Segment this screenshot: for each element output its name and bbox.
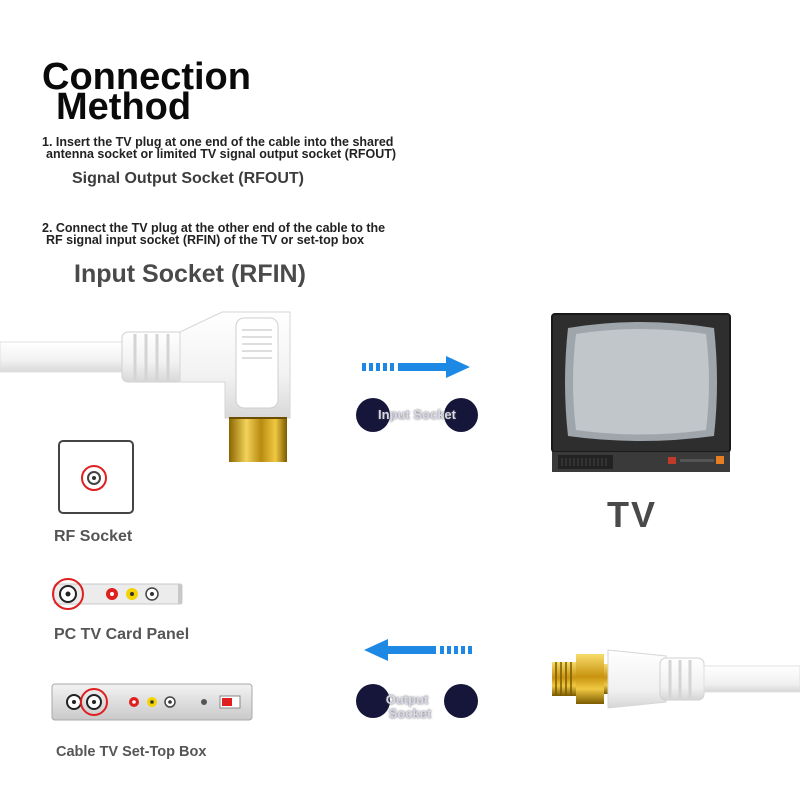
step-2-line-2: RF signal input socket (RFIN) of the TV … — [46, 233, 365, 247]
crt-television-icon — [551, 313, 731, 472]
output-socket-badge: Output Socket — [356, 684, 478, 721]
arrow-left-icon — [364, 639, 472, 661]
rf-socket-label: RF Socket — [54, 528, 133, 545]
right-angle-tv-plug-icon — [0, 311, 291, 462]
set-top-box-label: Cable TV Set-Top Box — [56, 744, 207, 760]
input-socket-heading: Input Socket (RFIN) — [74, 260, 306, 288]
step-1-line-2: antenna socket or limited TV signal outp… — [46, 147, 397, 161]
rf-wall-socket — [58, 440, 134, 514]
input-socket-badge-label: Input Socket — [377, 407, 456, 422]
tv-label: TV — [607, 494, 658, 535]
rf-socket-icon — [81, 465, 107, 491]
title-line-1: Connection — [42, 56, 251, 98]
straight-f-connector-icon — [552, 649, 800, 709]
step-1-line-1: 1. Insert the TV plug at one end of the … — [42, 135, 394, 149]
pc-tv-card-panel-icon — [52, 578, 183, 610]
title-line-2: Method — [56, 86, 192, 128]
arrow-right-icon — [362, 356, 470, 378]
pc-tv-card-panel-label: PC TV Card Panel — [54, 626, 190, 643]
signal-output-heading: Signal Output Socket (RFOUT) — [72, 170, 304, 187]
output-socket-badge-line-2: Socket — [388, 706, 432, 721]
output-socket-badge-line-1: Output — [385, 692, 429, 707]
step-2-line-1: 2. Connect the TV plug at the other end … — [42, 221, 386, 235]
set-top-box-icon — [51, 683, 253, 721]
input-socket-badge: Input Socket — [356, 398, 478, 432]
